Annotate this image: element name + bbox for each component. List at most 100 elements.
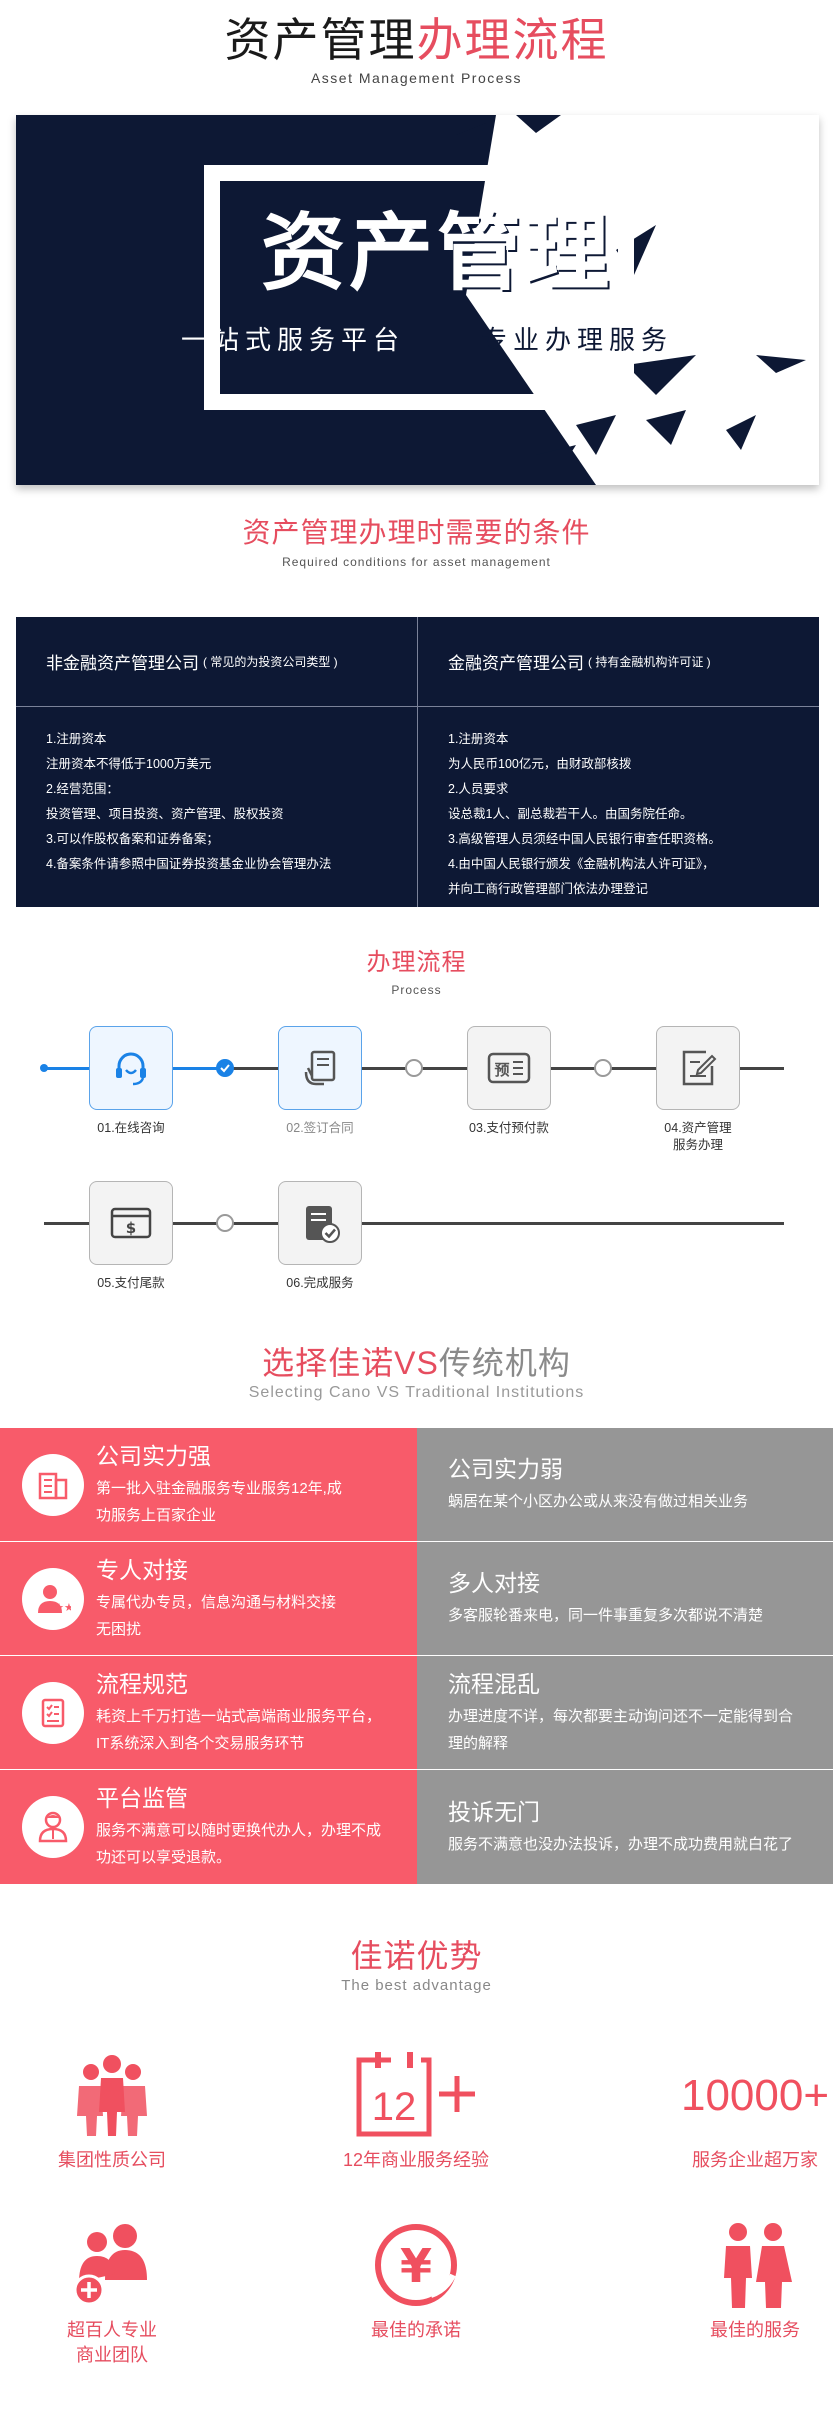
process-subtitle: Process [391, 983, 442, 997]
timeline-dot [594, 1059, 612, 1077]
conditions-table: 非金融资产管理公司( 常见的为投资公司类型 ) 1.注册资本 注册资本不得低于1… [16, 617, 819, 907]
cano-point-text: 耗资上千万打造一站式高端商业服务平台，IT系统深入到各个交易服务环节 [96, 1707, 382, 1752]
complete-document-icon [306, 1206, 340, 1243]
traditional-point-text: 蜗居在某个小区办公或从来没有做过相关业务 [448, 1493, 749, 1510]
cano-point-text: 专属代办专员，信息沟通与材料交接无困扰 [96, 1593, 337, 1638]
comparison-traditional: 流程混乱 办理进度不详，每次都要主动询问还不一定能得到合理的解释 [417, 1656, 833, 1769]
team-add-icon [73, 2224, 147, 2306]
comparison-cano: ★★ 专人对接 专属代办专员，信息沟通与材料交接无困扰 [0, 1542, 417, 1655]
comparison-cano: 流程规范 耗资上千万打造一站式高端商业服务平台，IT系统深入到各个交易服务环节 [0, 1656, 417, 1769]
advantage-clients: 10000+ 服务企业超万家 [645, 2030, 833, 2173]
conditions-column-non-financial: 非金融资产管理公司( 常见的为投资公司类型 ) 1.注册资本 注册资本不得低于1… [16, 617, 417, 907]
banner-slogan-left: 一站式服务平台 [181, 325, 406, 355]
conditions-column-heading: 金融资产管理公司( 持有金融机构许可证 ) [418, 617, 819, 707]
step-label: 03.支付预付款 [469, 1121, 549, 1135]
calendar-12-icon: 12 [356, 2052, 475, 2137]
step-label: 04.资产管理 服务办理 [664, 1121, 732, 1152]
process-section-title: 办理流程 Process [0, 945, 833, 997]
step-final-payment[interactable]: $ [89, 1181, 173, 1265]
step-online-consult[interactable] [89, 1026, 173, 1110]
yuan-coin-icon: ¥ [375, 2224, 457, 2306]
conditions-column-financial: 金融资产管理公司( 持有金融机构许可证 ) 1.注册资本 为人民币100亿元，由… [417, 617, 819, 907]
advantage-label: 最佳的承诺 [371, 2320, 461, 2340]
step-asset-management[interactable] [656, 1026, 740, 1110]
advantage-service: 最佳的服务 [645, 2200, 833, 2343]
page-header: 资产管理办理流程 Asset Management Process [0, 0, 833, 110]
step-label: 05.支付尾款 [97, 1276, 165, 1290]
advantage-promise: ¥ 最佳的承诺 [306, 2200, 526, 2343]
timeline-start-dot [40, 1064, 48, 1072]
building-icon [22, 1453, 84, 1516]
conditions-subtitle: Required conditions for asset management [282, 555, 551, 569]
banner-title: 资产管理 [261, 204, 614, 302]
cano-point-text: 第一批入驻金融服务专业服务12年,成功服务上百家企业 [96, 1479, 342, 1524]
comparison-row: 公司实力强 第一批入驻金融服务专业服务12年,成功服务上百家企业 公司实力弱 蜗… [0, 1428, 833, 1542]
cano-point-title: 流程规范 [96, 1670, 188, 1697]
checklist-icon [22, 1681, 84, 1744]
advantage-label: 超百人专业 商业团队 [67, 2320, 157, 2365]
hero-banner: 资产管理 一站式服务平台 专业办理服务 [16, 115, 819, 485]
comparison-table: 公司实力强 第一批入驻金融服务专业服务12年,成功服务上百家企业 公司实力弱 蜗… [0, 1428, 833, 1884]
prepay-icon: 预 [487, 1052, 531, 1084]
timeline-dot-checked [216, 1059, 234, 1077]
timeline-dot [405, 1059, 423, 1077]
conditions-title: 资产管理办理时需要的条件 [242, 517, 591, 548]
traditional-point-title: 流程混乱 [448, 1670, 540, 1697]
advantage-label: 12年商业服务经验 [342, 2150, 490, 2170]
svg-text:12: 12 [372, 2085, 417, 2129]
traditional-point-text: 多客服轮番来电，同一件事重复多次都说不清楚 [448, 1607, 764, 1624]
group-people-icon [77, 2055, 147, 2136]
cano-point-title: 平台监管 [96, 1785, 188, 1811]
comparison-row: ★★ 专人对接 专属代办专员，信息沟通与材料交接无困扰 多人对接 多客服轮番来电… [0, 1542, 833, 1656]
svg-text:★★: ★★ [54, 1601, 71, 1614]
comparison-traditional: 多人对接 多客服轮番来电，同一件事重复多次都说不清楚 [417, 1542, 833, 1655]
conditions-section-title: 资产管理办理时需要的条件 Required conditions for ass… [0, 515, 833, 569]
person-star-icon: ★★ [22, 1567, 84, 1630]
step-sign-contract[interactable] [278, 1026, 362, 1110]
supervisor-icon [22, 1796, 84, 1858]
svg-text:¥: ¥ [400, 2239, 432, 2293]
compare-title: 选择佳诺VS传统机构 [262, 1345, 571, 1381]
timeline-line [44, 1222, 784, 1225]
client-count-number: 10000+ [680, 2071, 830, 2120]
timeline-dot [216, 1214, 234, 1232]
advantage-section-title: 佳诺优势 The best advantage [0, 1935, 833, 1994]
compare-section-title: 选择佳诺VS传统机构 Selecting Cano VS Traditional… [0, 1342, 833, 1402]
traditional-point-title: 投诉无门 [448, 1798, 540, 1825]
advantage-group-company: 集团性质公司 [2, 2030, 222, 2173]
conditions-column-body: 1.注册资本 注册资本不得低于1000万美元 2.经营范围： 投资管理、项目投资… [46, 732, 332, 871]
advantage-label: 服务企业超万家 [692, 2150, 818, 2170]
traditional-point-title: 多人对接 [448, 1570, 540, 1596]
advantage-label: 最佳的服务 [710, 2320, 800, 2340]
traditional-point-text: 服务不满意也没办法投诉，办理不成功费用就白花了 [448, 1835, 794, 1853]
step-complete-service[interactable] [278, 1181, 362, 1265]
title-red-part: 办理流程 [416, 14, 609, 66]
comparison-cano: 平台监管 服务不满意可以随时更换代办人，办理不成功还可以享受退款。 [0, 1770, 417, 1884]
payment-card-icon: $ [110, 1207, 152, 1239]
couple-service-icon [724, 2223, 792, 2308]
title-dark-part: 资产管理 [224, 14, 417, 66]
headset-icon [116, 1052, 146, 1086]
advantage-title: 佳诺优势 [350, 1938, 483, 1974]
comparison-row: 流程规范 耗资上千万打造一站式高端商业服务平台，IT系统深入到各个交易服务环节 … [0, 1656, 833, 1770]
process-timeline: 01.在线咨询 02.签订合同 预 03.支付预付款 04.资产 [0, 1000, 833, 1300]
traditional-point-title: 公司实力弱 [448, 1456, 563, 1482]
sign-contract-icon [304, 1050, 336, 1086]
banner-frame [204, 165, 634, 410]
step-label: 01.在线咨询 [97, 1121, 165, 1135]
advantage-experience: 12 12年商业服务经验 [306, 2030, 526, 2173]
svg-text:预: 预 [494, 1061, 509, 1079]
comparison-traditional: 公司实力弱 蜗居在某个小区办公或从来没有做过相关业务 [417, 1428, 833, 1541]
advantage-team: 超百人专业 商业团队 [2, 2200, 222, 2368]
cano-point-text: 服务不满意可以随时更换代办人，办理不成功还可以享受退款。 [96, 1822, 382, 1866]
edit-form-icon [682, 1050, 717, 1086]
conditions-column-body: 1.注册资本 为人民币100亿元，由财政部核拨 2.人员要求 设总裁1人、副总裁… [448, 732, 721, 896]
compare-subtitle: Selecting Cano VS Traditional Institutio… [248, 1384, 585, 1401]
conditions-column-heading: 非金融资产管理公司( 常见的为投资公司类型 ) [16, 617, 417, 707]
comparison-traditional: 投诉无门 服务不满意也没办法投诉，办理不成功费用就白花了 [417, 1770, 833, 1884]
process-title: 办理流程 [366, 949, 467, 976]
comparison-cano: 公司实力强 第一批入驻金融服务专业服务12年,成功服务上百家企业 [0, 1428, 417, 1541]
step-prepay[interactable]: 预 [467, 1026, 551, 1110]
step-label: 02.签订合同 [286, 1121, 354, 1135]
comparison-row: 平台监管 服务不满意可以随时更换代办人，办理不成功还可以享受退款。 投诉无门 服… [0, 1770, 833, 1884]
